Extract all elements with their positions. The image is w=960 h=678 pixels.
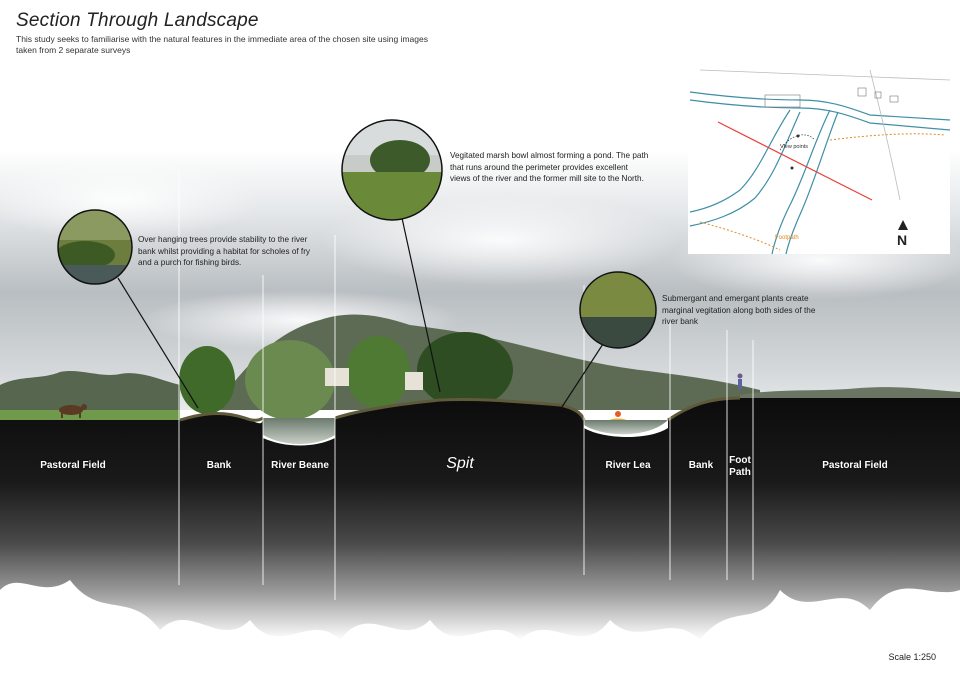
trees (179, 332, 513, 420)
zone-label-pastoral-field-left: Pastoral Field (40, 460, 106, 471)
photo-callout-marsh (341, 119, 443, 221)
callout-leaders (117, 217, 604, 411)
annotation-plants: Submergant and emergant plants create ma… (662, 294, 816, 326)
walker (737, 373, 743, 389)
zone-label-foot-path: Foot Path (729, 455, 751, 478)
zone-label-river-lea: River Lea (605, 460, 651, 471)
page-title: Section Through Landscape (16, 10, 259, 31)
map-north-label: N (897, 232, 908, 248)
map-section-line (717, 121, 873, 201)
page-subtitle: This study seeks to familiarise with the… (16, 34, 428, 55)
grass-crust (179, 396, 741, 422)
annotation-overhanging-trees: Over hanging trees provide stability to … (138, 235, 311, 267)
location-map (688, 58, 951, 255)
zone-label-spit: Spit (446, 455, 474, 472)
river-lea-water (584, 420, 668, 435)
zone-label-pastoral-field-right: Pastoral Field (822, 460, 888, 471)
field-left (0, 410, 180, 420)
cow (59, 404, 87, 418)
scale-label: Scale 1:250 (888, 652, 936, 662)
zone-label-bank-left: Bank (206, 460, 232, 471)
north-arrow-icon (898, 220, 908, 230)
zone-dividers (178, 170, 754, 600)
clouds (0, 160, 960, 350)
map-view-points-label: View points (780, 144, 809, 150)
zone-label-river-beane: River Beane (271, 460, 329, 471)
tree-line-left (0, 371, 180, 415)
river-beane-water (263, 418, 335, 444)
soil-section (0, 398, 960, 640)
map-footpath-label: Footpath (775, 235, 799, 241)
annotation-marsh-bowl: Vegitated marsh bowl almost forming a po… (450, 151, 649, 183)
zone-label-bank-right: Bank (688, 460, 714, 471)
